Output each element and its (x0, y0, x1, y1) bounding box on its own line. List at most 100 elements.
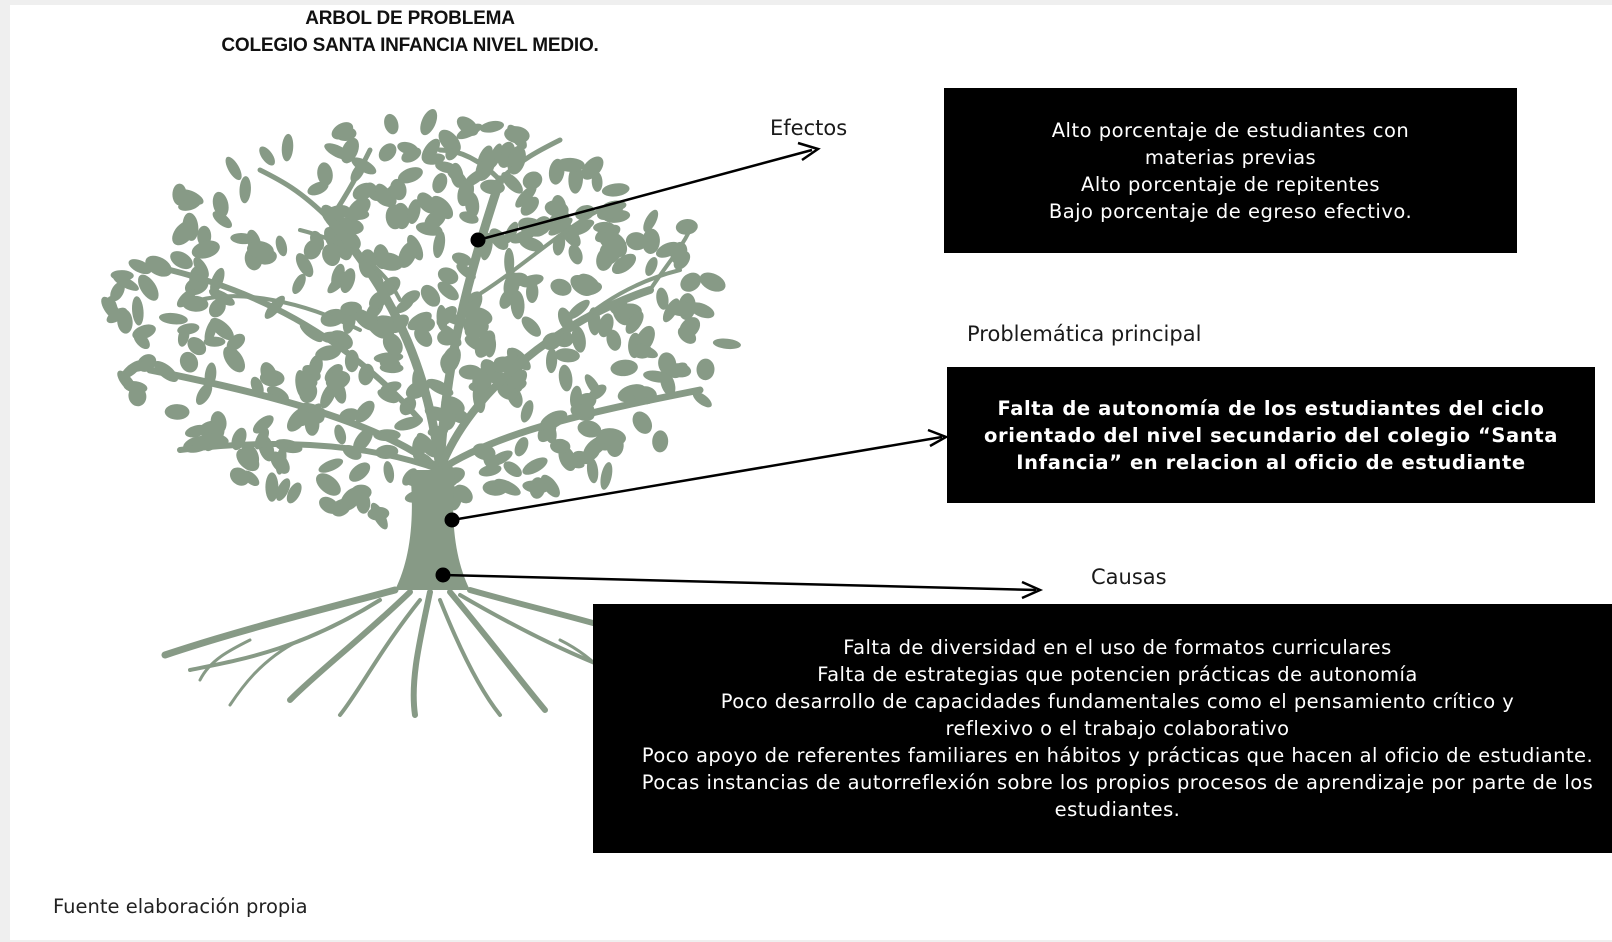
leaf-icon (286, 407, 309, 432)
leaf-icon (464, 307, 493, 326)
leaf-icon (230, 233, 255, 245)
causes-arrow (442, 573, 1037, 592)
leaf-icon (522, 457, 548, 475)
leaf-icon (385, 204, 404, 230)
leaf-icon (545, 348, 558, 374)
leaf-icon (177, 326, 190, 347)
leaf-icon (416, 432, 438, 458)
leaf-icon (407, 199, 421, 224)
leaf-icon (379, 355, 401, 373)
leaf-icon (195, 383, 213, 405)
leaf-icon (375, 183, 392, 205)
problem-label: Problemática principal (967, 322, 1202, 346)
leaf-icon (382, 332, 403, 356)
leaf-icon (315, 473, 341, 496)
leaf-icon (260, 362, 278, 387)
leaf-icon (558, 364, 573, 392)
leaf-icon (438, 129, 461, 154)
leaf-icon (591, 171, 603, 192)
problem-box: Falta de autonomía de los estudiantes de… (947, 367, 1595, 503)
leaf-icon (577, 273, 601, 294)
leaf-icon (501, 171, 523, 194)
leaf-icon (699, 272, 726, 292)
effects-dot (470, 232, 486, 248)
leaf-icon (453, 484, 473, 504)
leaf-icon (110, 281, 125, 302)
leaf-icon (131, 296, 144, 326)
leaf-icon (515, 185, 537, 208)
leaf-icon (394, 416, 423, 431)
source-note: Fuente elaboración propia (53, 895, 308, 918)
leaf-icon (642, 228, 660, 254)
leaf-icon (407, 311, 432, 331)
leaf-icon (420, 284, 441, 307)
leaf-icon (437, 267, 459, 285)
leaf-icon (401, 147, 422, 163)
leaf-icon (378, 143, 397, 162)
leaf-icon (551, 195, 567, 217)
leaf-icon (548, 217, 573, 236)
leaf-icon (158, 312, 188, 325)
leaf-icon (525, 281, 539, 303)
leaf-icon (132, 324, 156, 340)
leaf-icon (128, 385, 147, 407)
causes-arrowhead-icon (1021, 580, 1044, 600)
leaf-icon (689, 302, 715, 319)
leaf-icon (292, 273, 306, 294)
leaf-icon (505, 272, 528, 287)
leaf-icon (424, 209, 446, 230)
effects-item: Alto porcentaje de repitentes (1081, 172, 1380, 196)
leaf-icon (692, 391, 712, 408)
leaf-icon (577, 420, 602, 438)
causes-item: Poco desarrollo de capacidades fundament… (720, 690, 1515, 740)
leaf-icon (588, 384, 607, 401)
causes-item: Poco apoyo de referentes familiares en h… (641, 744, 1594, 767)
leaf-icon (223, 346, 246, 373)
effects-box: Alto porcentaje de estudiantes con mater… (944, 88, 1517, 253)
problem-text: Falta de autonomía de los estudiantes de… (984, 396, 1558, 474)
leaf-icon (503, 461, 522, 478)
leaf-icon (677, 326, 697, 344)
leaf-icon (375, 252, 404, 271)
leaf-icon (281, 133, 294, 162)
tree-leaves (101, 109, 741, 530)
leaf-icon (398, 241, 417, 268)
leaf-icon (324, 143, 352, 160)
leaf-icon (510, 290, 525, 320)
leaf-icon (607, 241, 627, 265)
leaf-icon (101, 296, 121, 321)
causes-dot (435, 567, 451, 583)
leaf-icon (632, 411, 653, 434)
leaf-icon (304, 412, 320, 436)
leaf-icon (597, 428, 626, 446)
leaf-icon (110, 270, 134, 281)
leaf-icon (191, 240, 220, 259)
leaf-icon (420, 109, 438, 136)
leaf-icon (349, 462, 371, 482)
leaf-icon (643, 209, 659, 233)
leaf-icon (270, 451, 290, 474)
leaf-icon (680, 272, 702, 292)
leaf-icon (355, 400, 375, 423)
leaf-icon (182, 212, 199, 241)
leaf-icon (456, 123, 483, 140)
leaf-icon (504, 221, 519, 244)
leaf-icon (572, 450, 593, 465)
leaf-icon (601, 183, 630, 197)
leaf-icon (179, 351, 199, 373)
leaf-icon (643, 370, 672, 383)
problem-arrowhead-icon (927, 428, 949, 448)
leaf-icon (275, 478, 291, 501)
leaf-icon (554, 348, 580, 363)
leaf-icon (340, 207, 370, 221)
leaf-icon (340, 487, 362, 511)
leaf-icon (308, 355, 323, 378)
leaf-icon (675, 219, 698, 235)
leaf-icon (212, 211, 233, 229)
leaf-icon (353, 428, 373, 453)
causes-box: Falta de diversidad en el uso de formato… (593, 604, 1612, 853)
leaf-icon (208, 298, 226, 318)
leaf-icon (668, 300, 692, 317)
causes-item: Falta de diversidad en el uso de formato… (843, 636, 1392, 659)
